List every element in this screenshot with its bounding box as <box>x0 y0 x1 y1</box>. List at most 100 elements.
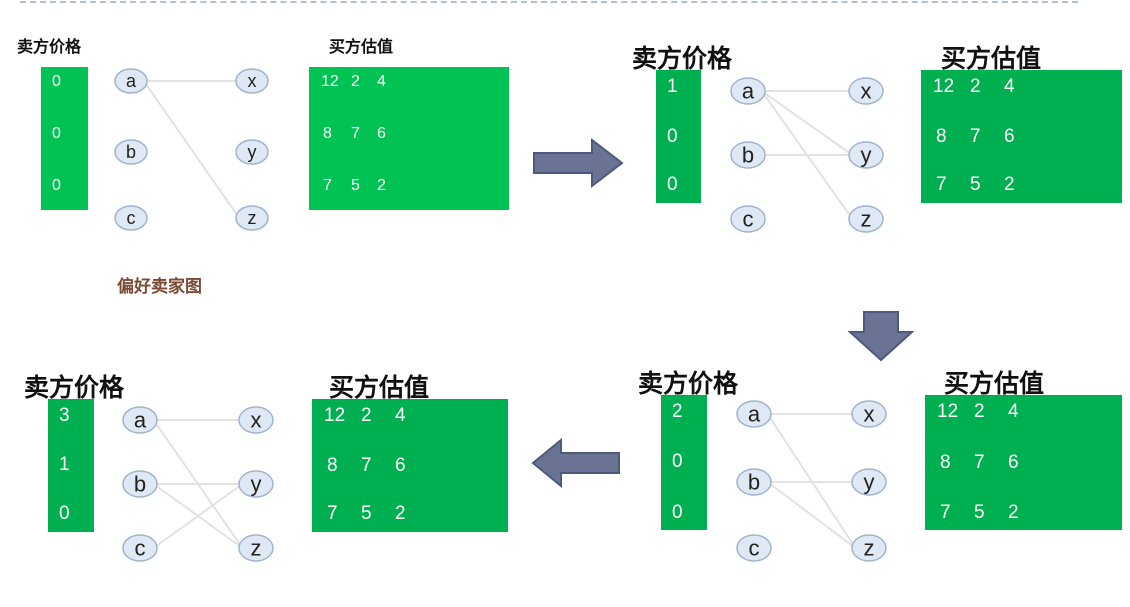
buyer-node-label: z <box>861 206 872 231</box>
seller-node-b: b <box>736 468 772 496</box>
seller-price-label: 卖方价格 <box>632 44 733 73</box>
buyer-node-label: x <box>251 407 262 432</box>
top-dashed-divider <box>20 1 1078 3</box>
seller-node-b: b <box>114 139 148 165</box>
buyer-node-x: x <box>851 400 887 428</box>
buyer-node-x: x <box>848 77 884 105</box>
edge-c-y <box>153 483 243 549</box>
buyer-node-z: z <box>238 534 274 562</box>
value-x-b: 2 <box>974 401 985 422</box>
preferred-seller-graph: a b c x y z <box>730 77 884 233</box>
price-a: 3 <box>59 405 70 426</box>
value-x-b: 2 <box>351 73 360 90</box>
buyer-value-label: 买方估值 <box>941 44 1042 73</box>
panel-step-4: 卖方价格 买方估值 3 1 0 a b c x y z 12 2 4 8 7 6 7 5 … <box>0 0 540 607</box>
price-a: 2 <box>672 401 683 422</box>
value-z-a: 7 <box>323 177 332 194</box>
arrow-right-icon <box>533 137 624 189</box>
value-y-a: 8 <box>940 452 951 473</box>
edge-a-y <box>761 90 853 156</box>
seller-node-c: c <box>122 534 158 562</box>
seller-price-column: 1 0 0 <box>656 70 701 203</box>
buyer-node-label: x <box>864 401 875 426</box>
buyer-node-label: y <box>861 142 872 167</box>
value-x-a: 12 <box>321 73 339 90</box>
price-c: 0 <box>667 174 678 195</box>
price-b: 1 <box>59 454 70 475</box>
value-y-b: 7 <box>974 452 985 473</box>
value-x-b: 2 <box>970 76 981 97</box>
value-y-b: 7 <box>351 125 360 142</box>
seller-node-c: c <box>730 205 766 233</box>
value-z-a: 7 <box>327 503 338 524</box>
seller-node-label: a <box>748 401 761 426</box>
panel-step-2: 卖方价格 买方估值 1 0 0 a b c x y z 12 2 4 8 7 6 7 5 … <box>0 0 1130 250</box>
value-z-b: 5 <box>351 177 360 194</box>
buyer-valuation-matrix: 12 2 4 8 7 6 7 5 2 <box>309 67 509 210</box>
value-y-c: 6 <box>1004 126 1015 147</box>
value-x-a: 12 <box>324 405 346 426</box>
seller-node-c: c <box>736 534 772 562</box>
price-c: 0 <box>52 177 61 194</box>
seller-node-label: c <box>127 208 136 228</box>
seller-node-a: a <box>730 77 766 105</box>
seller-node-a: a <box>122 406 158 434</box>
seller-price-column: 2 0 0 <box>661 395 707 530</box>
value-z-a: 7 <box>940 502 951 523</box>
value-x-a: 12 <box>937 401 959 422</box>
seller-node-label: c <box>135 535 146 560</box>
value-x-c: 4 <box>1004 76 1015 97</box>
value-x-c: 4 <box>1008 401 1019 422</box>
buyer-valuation-matrix: 12 2 4 8 7 6 7 5 2 <box>925 395 1122 530</box>
price-b: 0 <box>667 126 678 147</box>
buyer-valuation-matrix: 12 2 4 8 7 6 7 5 2 <box>921 70 1122 203</box>
buyer-value-label: 买方估值 <box>329 373 430 402</box>
buyer-node-y: y <box>238 470 274 498</box>
price-b: 0 <box>672 451 683 472</box>
seller-price-label: 卖方价格 <box>24 373 125 402</box>
price-c: 0 <box>672 502 683 523</box>
edge-a-z <box>142 80 241 219</box>
seller-node-label: c <box>743 206 754 231</box>
value-z-c: 2 <box>395 503 406 524</box>
arrow-left-icon <box>531 437 620 489</box>
buyer-node-label: z <box>251 535 262 560</box>
buyer-node-label: z <box>248 208 257 228</box>
value-z-a: 7 <box>936 174 947 195</box>
buyer-node-x: x <box>238 406 274 434</box>
buyer-node-y: y <box>235 139 269 165</box>
value-y-b: 7 <box>970 126 981 147</box>
value-z-c: 2 <box>377 177 386 194</box>
value-x-c: 4 <box>395 405 406 426</box>
value-y-a: 8 <box>327 455 338 476</box>
preferred-seller-graph-caption: 偏好卖家图 <box>117 277 202 297</box>
buyer-node-y: y <box>848 141 884 169</box>
value-x-c: 4 <box>377 73 386 90</box>
value-x-b: 2 <box>361 405 372 426</box>
price-a: 1 <box>667 76 678 97</box>
seller-node-a: a <box>114 68 148 94</box>
value-y-c: 6 <box>1008 452 1019 473</box>
value-y-b: 7 <box>361 455 372 476</box>
price-c: 0 <box>59 503 70 524</box>
value-z-c: 2 <box>1008 502 1019 523</box>
buyer-value-label: 买方估值 <box>944 369 1045 398</box>
buyer-node-label: z <box>864 535 875 560</box>
buyer-node-x: x <box>235 68 269 94</box>
price-b: 0 <box>52 125 61 142</box>
seller-node-label: a <box>126 71 137 91</box>
seller-node-c: c <box>114 205 148 231</box>
seller-node-b: b <box>730 141 766 169</box>
buyer-node-label: x <box>861 78 872 103</box>
buyer-valuation-matrix: 12 2 4 8 7 6 7 5 2 <box>312 399 508 532</box>
seller-price-column: 0 0 0 <box>41 67 88 210</box>
seller-node-a: a <box>736 400 772 428</box>
value-z-b: 5 <box>970 174 981 195</box>
value-x-a: 12 <box>933 76 955 97</box>
value-z-c: 2 <box>1004 174 1015 195</box>
seller-node-label: b <box>742 142 754 167</box>
seller-node-label: b <box>748 469 760 494</box>
